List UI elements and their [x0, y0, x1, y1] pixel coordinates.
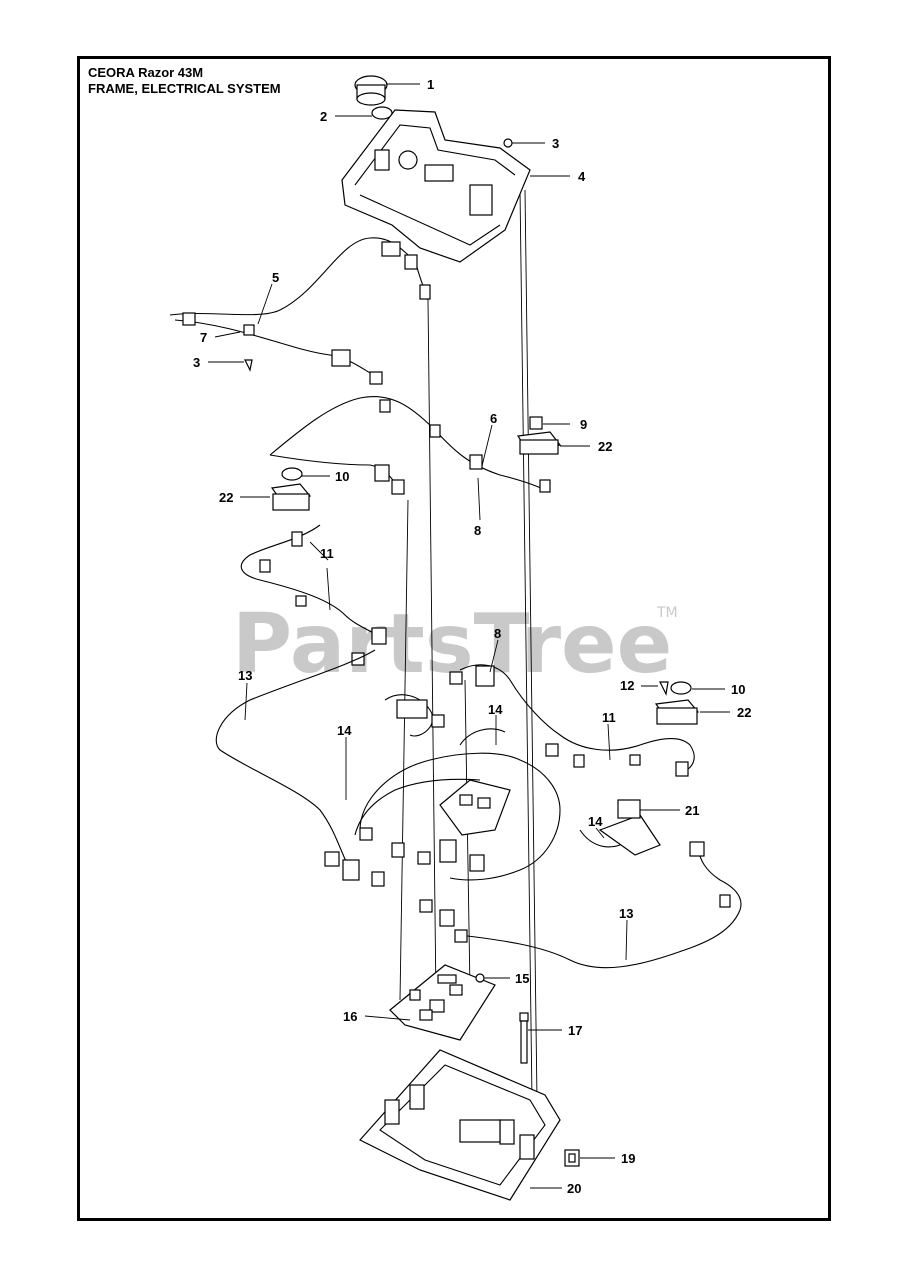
part-16-circuit-board [389, 964, 496, 1041]
callout-10: 10 [335, 469, 349, 484]
part-14-bracket [439, 779, 511, 836]
guide-lines [399, 189, 538, 1101]
callout-22: 22 [219, 490, 233, 505]
part-4-frame-plate [341, 109, 531, 263]
callout-5: 5 [272, 270, 279, 285]
leader-lines [208, 83, 730, 1189]
callout-21: 21 [685, 803, 699, 818]
part-12-screw [659, 681, 669, 696]
part-1-connector [354, 75, 388, 106]
part-17-pin [519, 1012, 529, 1064]
callout-22: 22 [598, 439, 612, 454]
callout-12: 12 [620, 678, 634, 693]
callout-15: 15 [515, 971, 529, 986]
part-6-harness [269, 396, 551, 495]
part-5-harness [169, 237, 431, 385]
callout-13: 13 [619, 906, 633, 921]
diagram-title: CEORA Razor 43M [88, 65, 204, 80]
callout-22: 22 [737, 705, 751, 720]
callout-19: 19 [621, 1151, 635, 1166]
callout-10: 10 [731, 682, 745, 697]
part-10-seal-left [281, 467, 303, 481]
callout-1: 1 [427, 77, 434, 92]
part-11-harness-left [240, 524, 387, 666]
callout-13: 13 [238, 668, 252, 683]
callout-14: 14 [488, 702, 503, 717]
part-22-sensor-upper-right [516, 431, 562, 455]
part-9-pin [529, 416, 543, 430]
callout-3: 3 [552, 136, 559, 151]
callout-8: 8 [474, 523, 481, 538]
part-22-sensor-left [270, 483, 312, 511]
callout-7: 7 [200, 330, 207, 345]
part-21-switch [579, 799, 661, 856]
callout-11: 11 [602, 710, 616, 725]
callout-17: 17 [568, 1023, 582, 1038]
watermark-trademark: TM [656, 605, 678, 621]
part-22-sensor-lower-right [654, 699, 700, 725]
part-11-harness-right [449, 664, 695, 777]
part-14-harness-center [354, 694, 561, 881]
part-20-chassis [359, 1049, 561, 1201]
callout-20: 20 [567, 1181, 581, 1196]
part-3-screw-left [244, 359, 253, 372]
part-19-connector [564, 1149, 580, 1167]
callout-2: 2 [320, 109, 327, 124]
part-13-harness-left [215, 649, 385, 887]
part-13-harness-right [419, 841, 742, 969]
callout-4: 4 [578, 169, 586, 184]
callout-8: 8 [494, 626, 501, 641]
callout-16: 16 [343, 1009, 357, 1024]
callout-3: 3 [193, 355, 200, 370]
diagram-subtitle: FRAME, ELECTRICAL SYSTEM [88, 81, 281, 96]
part-15-screw [475, 973, 485, 983]
callout-labels: 1 2 3 4 5 7 3 9 6 22 10 22 8 11 8 13 12 … [193, 77, 751, 1196]
callout-6: 6 [490, 411, 497, 426]
callout-14: 14 [337, 723, 352, 738]
callout-14: 14 [588, 814, 603, 829]
part-3-screw-top [503, 138, 513, 148]
part-10-seal-right [670, 681, 692, 695]
callout-9: 9 [580, 417, 587, 432]
callout-11: 11 [320, 546, 334, 561]
